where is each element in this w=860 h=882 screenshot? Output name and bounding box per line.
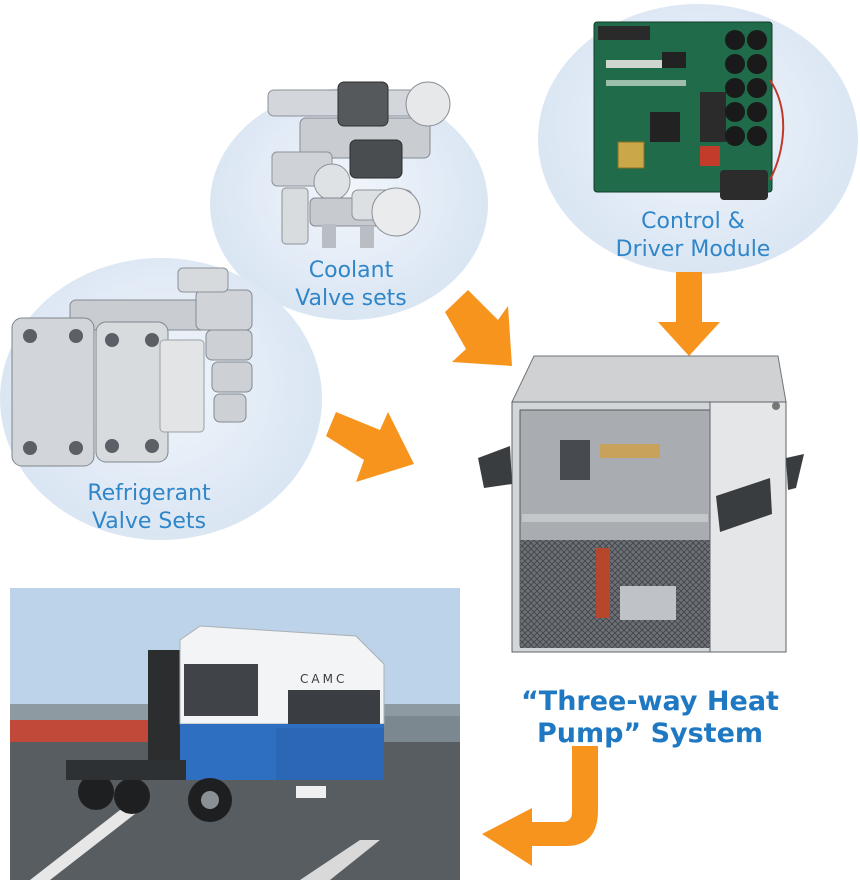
system-title-line2: Pump” System <box>536 718 764 749</box>
refrigerant-valve-label: Refrigerant Valve Sets <box>64 480 234 536</box>
heat-pump-unit-image <box>478 355 804 653</box>
system-to-truck-arrow <box>482 746 598 866</box>
refrigerant-label-line1: Refrigerant <box>87 481 211 506</box>
refrigerant-label-line2: Valve Sets <box>91 509 207 534</box>
refrigerant-valve-set-image <box>11 267 253 467</box>
system-title: “Three-way Heat Pump” System <box>520 686 780 750</box>
truck-photo <box>10 588 460 880</box>
control-label-line2: Driver Module <box>615 237 771 262</box>
control-label-line1: Control & <box>641 209 745 234</box>
refrigerant-to-system-arrow <box>326 412 414 482</box>
coolant-label-line2: Valve sets <box>295 286 407 311</box>
truck-cab-text: CAMC <box>300 672 348 686</box>
coolant-to-system-arrow <box>445 290 512 366</box>
control-module-label: Control & Driver Module <box>598 208 788 264</box>
control-driver-module-image <box>593 21 785 200</box>
coolant-label-line1: Coolant <box>308 258 394 283</box>
system-title-line1: “Three-way Heat <box>521 686 779 717</box>
coolant-valve-set-image <box>267 81 451 248</box>
control-to-system-arrow <box>658 272 720 356</box>
coolant-valve-label: Coolant Valve sets <box>266 257 436 313</box>
